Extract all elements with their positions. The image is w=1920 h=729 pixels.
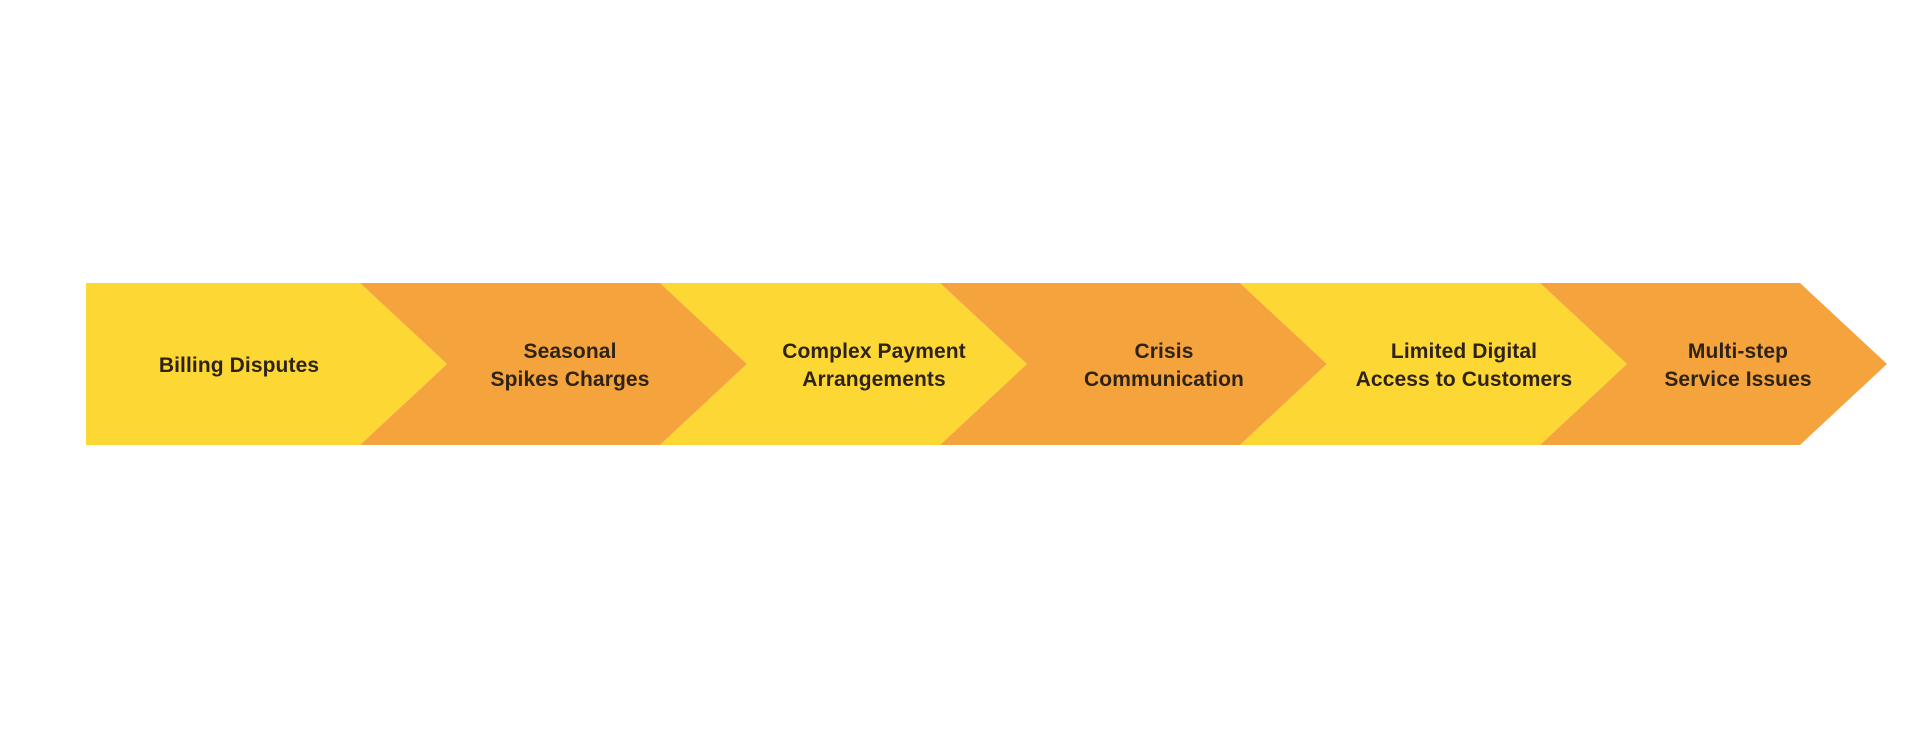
chevron-segment-5[interactable] [1240,283,1627,445]
chevron-segment-2[interactable] [360,283,747,445]
chevron-segment-3[interactable] [660,283,1027,445]
chevron-segment-1[interactable] [86,283,447,445]
chevron-segment-6[interactable] [1540,283,1887,445]
chevron-segment-4[interactable] [940,283,1327,445]
